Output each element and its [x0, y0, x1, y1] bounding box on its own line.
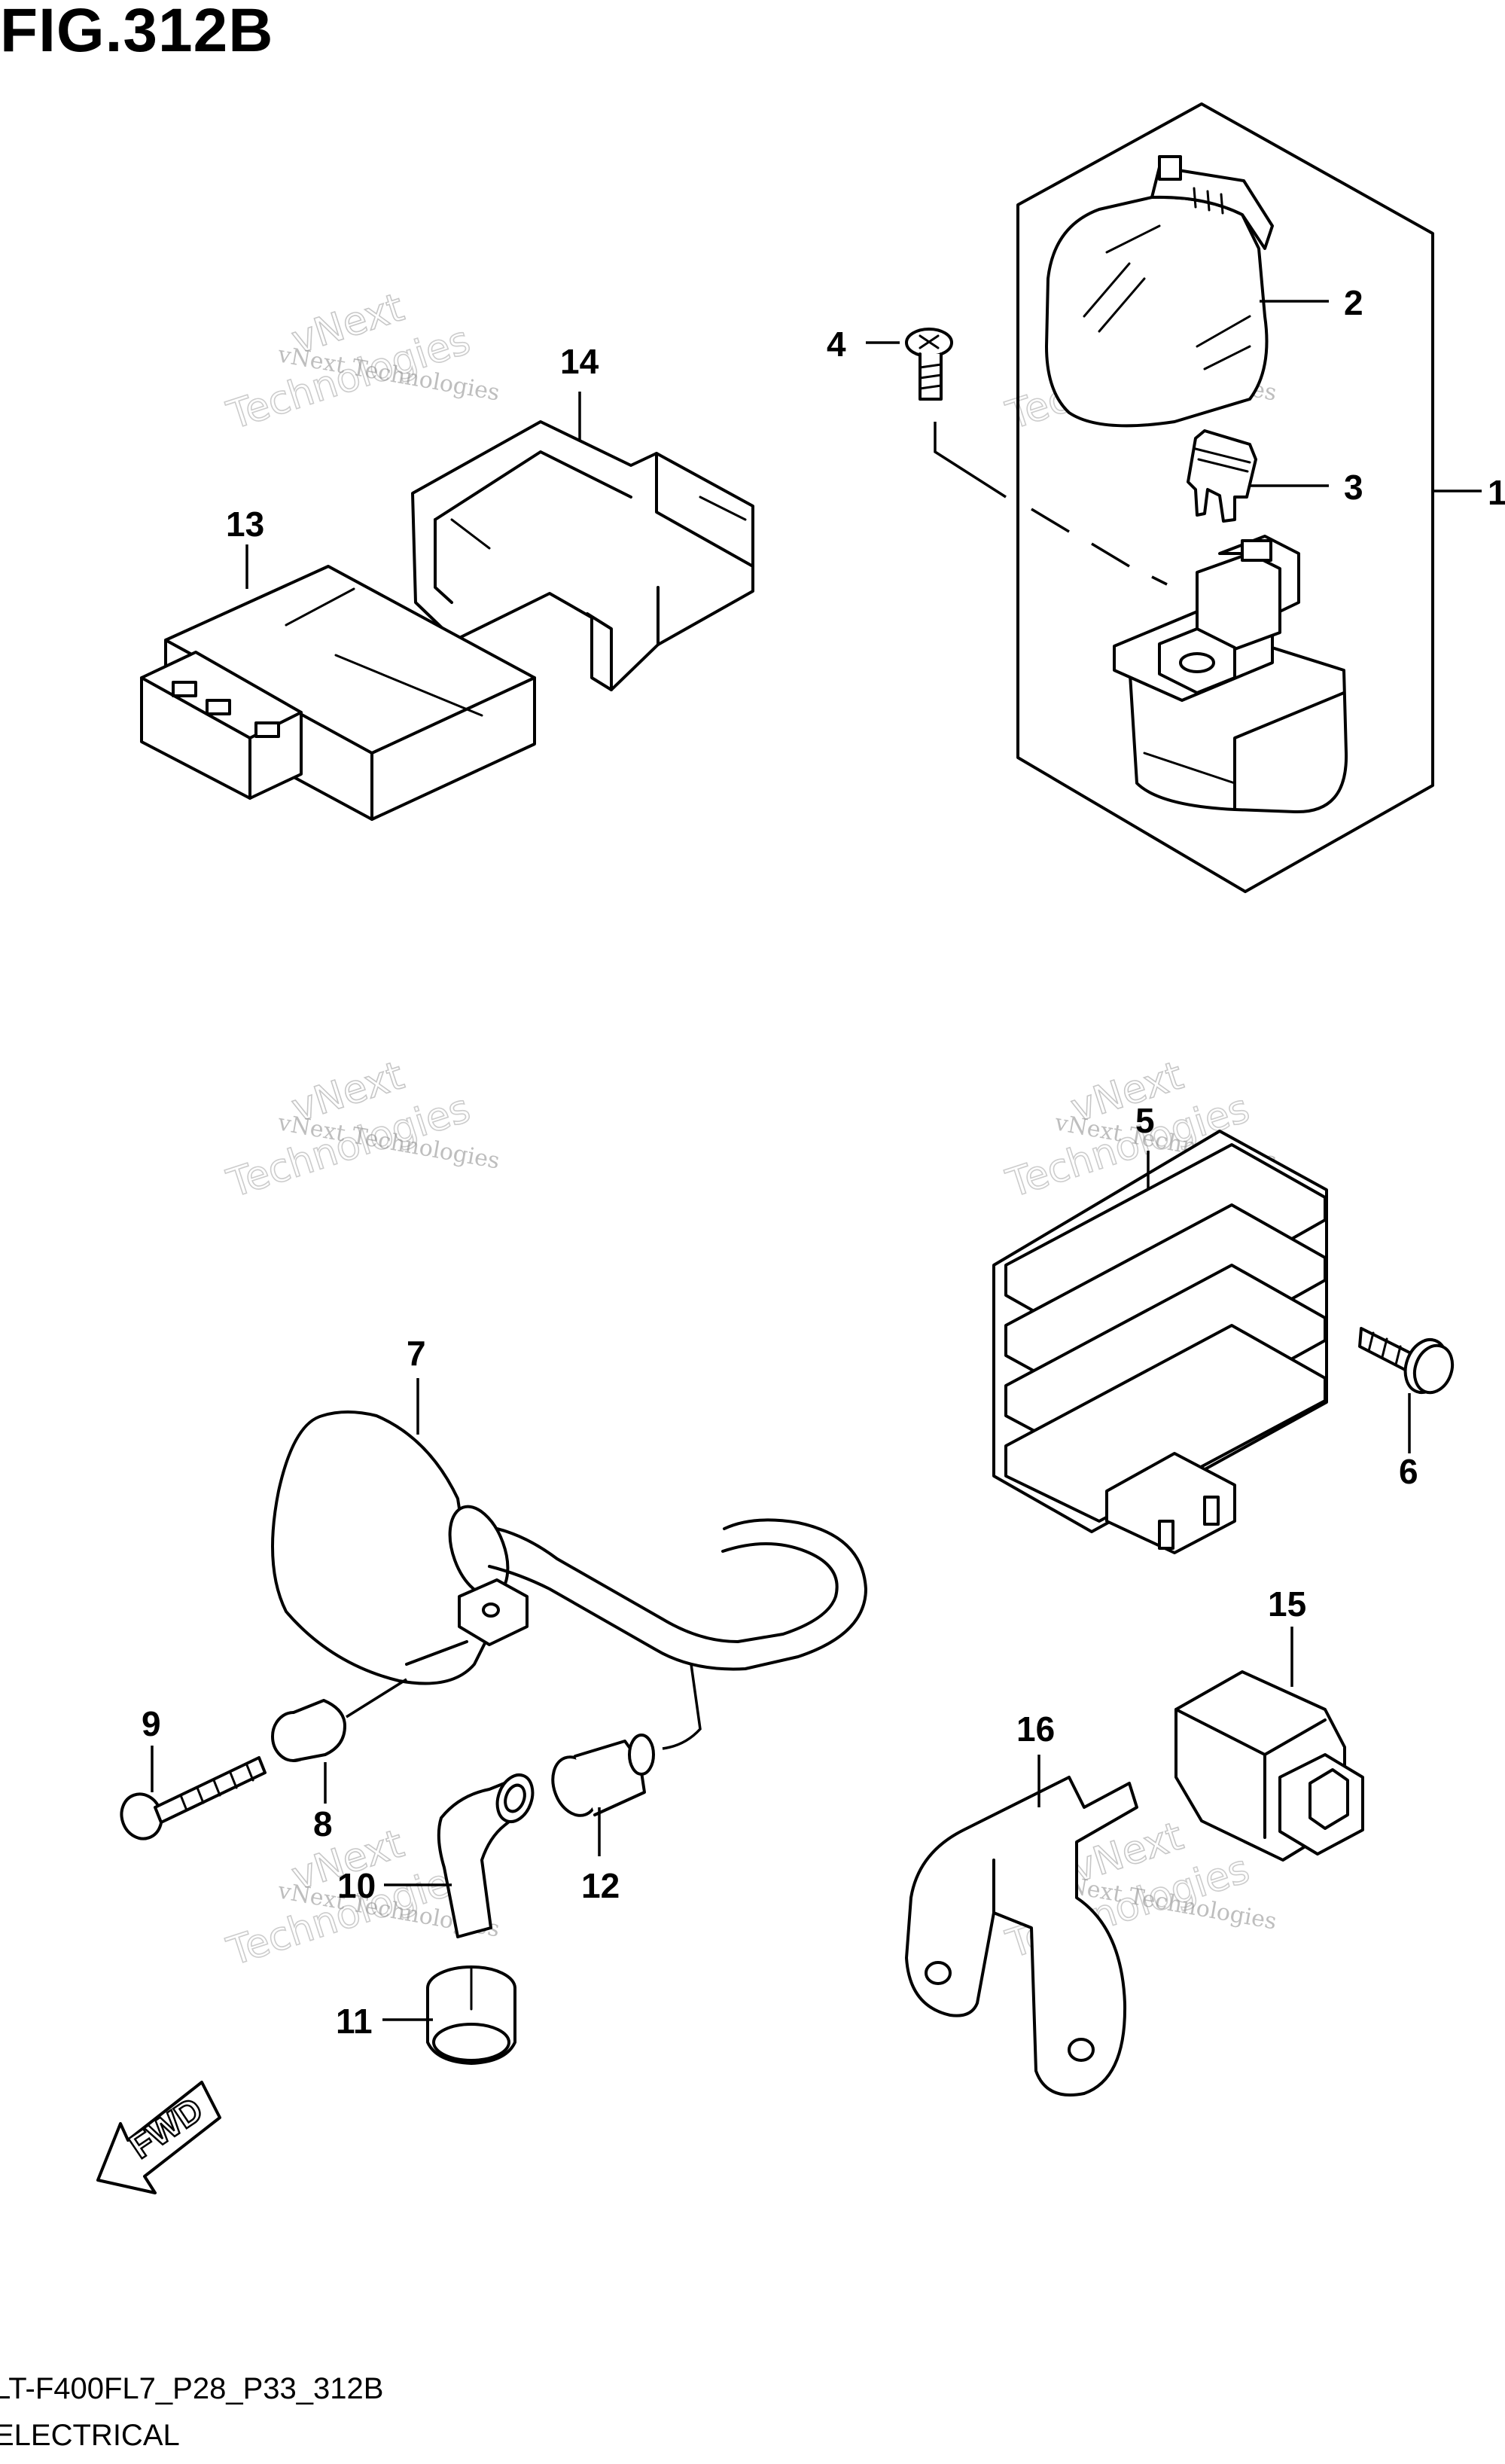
regulator-rectifier-part: [992, 1130, 1328, 1554]
svg-text:2: 2: [1344, 283, 1363, 322]
model-code: LT-F400FL7_P28_P33_312B: [0, 2372, 384, 2405]
callout-13: 13: [226, 505, 264, 589]
svg-text:15: 15: [1268, 1584, 1306, 1624]
svg-text:4: 4: [827, 325, 846, 364]
svg-text:1: 1: [1488, 473, 1505, 512]
callout-11: 11: [336, 2002, 433, 2041]
screw-part-4: [905, 328, 1168, 586]
figure-title: FIG.312B: [0, 0, 274, 65]
starter-relay-part: [1113, 535, 1348, 814]
spacer-part-8: [271, 1678, 407, 1762]
cap-part-11: [426, 1965, 516, 2065]
fuse-part: [1187, 429, 1257, 523]
callout-2: 2: [1260, 283, 1363, 322]
forward-direction-arrow: FWD: [96, 2081, 221, 2194]
callout-8: 8: [313, 1762, 333, 1843]
svg-text:10: 10: [337, 1866, 376, 1905]
svg-text:3: 3: [1344, 468, 1363, 507]
svg-text:6: 6: [1399, 1452, 1418, 1491]
svg-text:5: 5: [1135, 1101, 1155, 1140]
svg-text:11: 11: [336, 2002, 373, 2041]
callout-16: 16: [1016, 1709, 1055, 1807]
relay-assembly-outline: [1016, 102, 1482, 893]
plug-cap-part-12: [551, 1664, 702, 1817]
callout-1: 1: [1488, 473, 1505, 512]
ignition-coil-part: [271, 1410, 867, 1685]
callout-4: 4: [827, 325, 900, 364]
svg-text:7: 7: [407, 1334, 426, 1373]
svg-text:16: 16: [1016, 1709, 1055, 1749]
callout-15: 15: [1268, 1584, 1306, 1687]
callout-5: 5: [1135, 1101, 1155, 1190]
bolt-part-9: [120, 1756, 267, 1840]
callout-6: 6: [1399, 1393, 1418, 1491]
section-name: ELECTRICAL: [0, 2419, 180, 2452]
svg-text:14: 14: [560, 342, 599, 381]
svg-text:8: 8: [313, 1804, 333, 1843]
ecm-unit-part: [140, 565, 536, 821]
bolt-part-6: [1358, 1327, 1455, 1395]
svg-text:13: 13: [226, 505, 264, 544]
callout-9: 9: [142, 1704, 161, 1792]
callout-10: 10: [337, 1866, 452, 1905]
callout-14: 14: [560, 342, 599, 441]
ecm-cover-part: [411, 420, 754, 691]
watermark-mid-left: vNext Technologies vNext Technologies: [221, 1053, 501, 1208]
connector-part-15: [1174, 1670, 1364, 1862]
bracket-part-16: [905, 1776, 1138, 2097]
relay-cover-part: [1045, 155, 1274, 428]
callout-7: 7: [407, 1334, 426, 1435]
svg-text:9: 9: [142, 1704, 161, 1743]
elbow-part-10: [437, 1773, 535, 1938]
watermark-top-left: vNext Technologies vNext Technologies: [221, 285, 501, 440]
svg-text:12: 12: [581, 1866, 620, 1905]
callout-3: 3: [1250, 468, 1363, 507]
callout-12: 12: [581, 1807, 620, 1905]
